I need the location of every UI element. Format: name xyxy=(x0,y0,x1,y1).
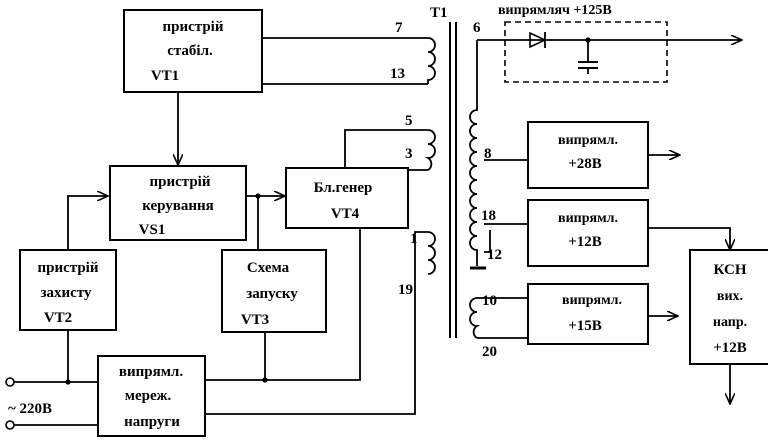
block-protection xyxy=(19,249,117,331)
rectifier-125-label: випрямляч +125В xyxy=(498,3,612,18)
ksn-line-4: +12В xyxy=(713,340,747,356)
block-control xyxy=(109,165,247,241)
ksn-line-3: напр. xyxy=(713,315,747,330)
startup-line-2: запуску xyxy=(246,286,298,302)
ac-input-label: ~ 220В xyxy=(8,401,52,417)
control-line-2: керування xyxy=(142,198,214,214)
protection-line-1: пристрій xyxy=(38,260,99,276)
startup-line-3: VT3 xyxy=(241,312,269,328)
block-ksn xyxy=(689,249,768,365)
generator-line-2: VT4 xyxy=(331,206,360,222)
generator-line-1: Бл.генер xyxy=(314,180,373,196)
arrow-protection-to-control xyxy=(67,196,108,250)
pin-8: 8 xyxy=(484,146,492,162)
pin-19: 19 xyxy=(398,282,413,298)
stabilizer-line-3: VT1 xyxy=(151,68,179,84)
wire-tap-12 xyxy=(484,230,491,253)
coil-7-13 xyxy=(427,37,436,84)
rect28-line-1: випрямл. xyxy=(558,133,618,148)
ksn-line-2: вих. xyxy=(717,289,743,304)
ksn-line-1: КСН xyxy=(713,262,746,278)
protection-line-2: захисту xyxy=(41,285,92,301)
junction-dot xyxy=(262,377,268,383)
control-line-1: пристрій xyxy=(150,174,211,190)
coil-secondary xyxy=(469,40,478,266)
pin-5: 5 xyxy=(405,113,413,129)
junction-dot xyxy=(255,193,261,199)
pin-12: 12 xyxy=(487,247,502,263)
mains-line-2: мереж. xyxy=(125,388,172,404)
pin-1: 1 xyxy=(410,231,418,247)
pin-10: 10 xyxy=(482,293,497,309)
mains-line-3: напруги xyxy=(124,414,180,430)
coil-5-3 xyxy=(424,129,436,171)
rect28-line-2: +28В xyxy=(568,156,602,172)
pin-13: 13 xyxy=(390,66,405,82)
ac-terminal xyxy=(5,377,15,387)
block-startup xyxy=(221,249,327,333)
stabilizer-line-2: стабіл. xyxy=(167,43,213,59)
stabilizer-line-1: пристрій xyxy=(163,19,224,35)
arrow-12-to-ksn xyxy=(648,227,730,250)
pin-20: 20 xyxy=(482,344,497,360)
block-rect-12 xyxy=(527,199,649,267)
pin-6: 6 xyxy=(473,20,481,36)
coil-10-20 xyxy=(469,297,481,339)
ac-terminal xyxy=(5,420,15,430)
block-mains-rectifier xyxy=(97,355,206,437)
wire-gen-pin5 xyxy=(344,129,428,170)
rect15-line-1: випрямл. xyxy=(562,293,622,308)
wire-pin1-to-mains xyxy=(205,231,428,415)
protection-line-3: VT2 xyxy=(44,310,72,326)
rect15-line-2: +15В xyxy=(568,318,602,334)
control-line-3: VS1 xyxy=(139,222,166,238)
diode-symbol xyxy=(529,31,547,49)
transformer-label: T1 xyxy=(430,5,448,21)
mains-line-1: випрямл. xyxy=(119,364,183,380)
rect12-line-1: випрямл. xyxy=(558,211,618,226)
wire-gen-to-mains xyxy=(205,228,361,381)
block-rect-28 xyxy=(527,121,649,189)
junction-dot xyxy=(65,379,71,385)
block-stabilizer xyxy=(123,9,263,93)
coil-1-19 xyxy=(427,231,436,275)
pin-3: 3 xyxy=(405,146,413,162)
rectifier-125-box xyxy=(504,21,668,83)
rect12-line-2: +12В xyxy=(568,234,602,250)
block-rect-15 xyxy=(527,283,649,345)
pin-7: 7 xyxy=(395,20,403,36)
block-generator xyxy=(285,167,409,229)
pin-18: 18 xyxy=(481,208,496,224)
startup-line-1: Схема xyxy=(247,260,290,276)
